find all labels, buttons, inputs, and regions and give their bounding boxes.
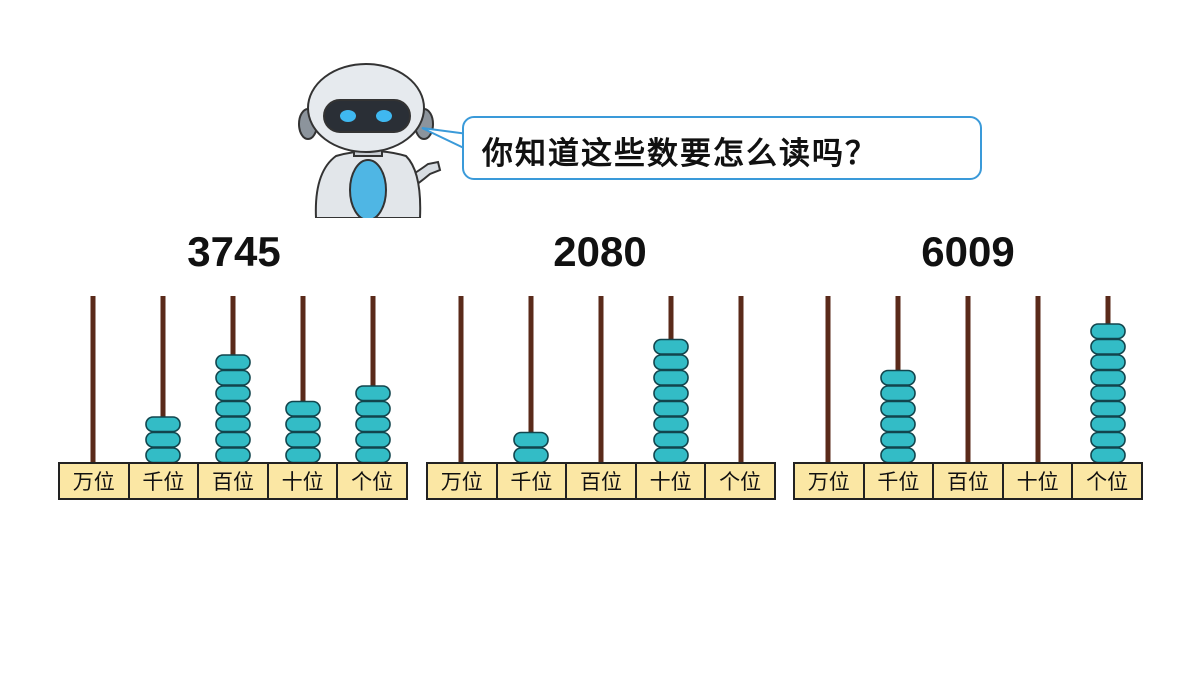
place-value-labels: 万位千位百位十位个位 <box>793 462 1143 500</box>
abacus-rod <box>528 296 534 463</box>
place-value-labels: 万位千位百位十位个位 <box>58 462 408 500</box>
abacus-bead <box>145 431 181 448</box>
place-label: 个位 <box>337 462 408 500</box>
abacus-bead <box>880 385 916 402</box>
abacus-rod <box>90 296 96 463</box>
abacus-bead <box>653 431 689 448</box>
abacus-bead <box>215 431 251 448</box>
abacus-3745: 万位千位百位十位个位 <box>58 296 408 504</box>
speech-text: 你知道这些数要怎么读吗？ <box>482 136 878 172</box>
place-label: 十位 <box>1002 462 1073 500</box>
abacus-number: 6009 <box>921 228 1015 275</box>
abacus-bead <box>215 369 251 386</box>
abacus-bead <box>215 416 251 433</box>
place-label: 百位 <box>198 462 268 500</box>
abacus-bead <box>1090 338 1126 355</box>
place-label: 百位 <box>566 462 636 500</box>
place-label: 万位 <box>426 462 497 500</box>
abacus-6009: 万位千位百位十位个位 <box>793 296 1143 504</box>
abacus-bead <box>145 416 181 433</box>
abacus-2080: 万位千位百位十位个位 <box>426 296 776 504</box>
abacus-bead <box>653 416 689 433</box>
abacus-rod <box>370 296 376 463</box>
abacus-bead <box>215 400 251 417</box>
place-label: 万位 <box>793 462 864 500</box>
abacus-bead <box>285 447 321 464</box>
abacus-bead <box>1090 323 1126 340</box>
abacus-bead <box>653 369 689 386</box>
abacus-number: 2080 <box>553 228 647 275</box>
speech-bubble-tail <box>421 127 468 151</box>
abacus-bead <box>880 400 916 417</box>
abacus-bead <box>355 385 391 402</box>
abacus-rod <box>598 296 604 463</box>
abacus-bead <box>880 416 916 433</box>
abacus-number: 3745 <box>187 228 281 275</box>
place-label: 个位 <box>1072 462 1143 500</box>
abacus-bead <box>513 447 549 464</box>
abacus-bead <box>215 354 251 371</box>
place-label: 万位 <box>58 462 129 500</box>
abacus-bead <box>1090 369 1126 386</box>
abacus-bead <box>355 431 391 448</box>
abacus-rod <box>300 296 306 463</box>
abacus-rod <box>825 296 831 463</box>
abacus-rod <box>965 296 971 463</box>
abacus-bead <box>285 400 321 417</box>
abacus-rods <box>458 296 744 464</box>
abacus-rods <box>825 296 1126 464</box>
abacus-bead <box>1090 385 1126 402</box>
abacus-bead <box>355 400 391 417</box>
abacus-bead <box>1090 431 1126 448</box>
place-label: 百位 <box>933 462 1003 500</box>
abacus-rod <box>458 296 464 463</box>
abacus-rod <box>160 296 166 463</box>
place-label: 千位 <box>496 462 567 500</box>
place-label: 千位 <box>863 462 934 500</box>
abacus-rod <box>1035 296 1041 463</box>
abacus-bead <box>653 354 689 371</box>
abacus-bead <box>1090 354 1126 371</box>
abacus-bead <box>880 447 916 464</box>
abacus-bead <box>1090 416 1126 433</box>
abacus-bead <box>653 447 689 464</box>
abacus-bead <box>1090 447 1126 464</box>
abacus-bead <box>285 431 321 448</box>
abacus-bead <box>215 385 251 402</box>
abacus-bead <box>145 447 181 464</box>
abacus-bead <box>215 447 251 464</box>
abacus-bead <box>285 416 321 433</box>
speech-bubble: 你知道这些数要怎么读吗？ <box>462 116 982 180</box>
abacus-bead <box>513 431 549 448</box>
abacus-bead <box>355 447 391 464</box>
abacus-bead <box>355 416 391 433</box>
abacus-bead <box>653 400 689 417</box>
abacus-bead <box>880 431 916 448</box>
abacus-bead <box>653 338 689 355</box>
abacus-rods <box>90 296 391 464</box>
robot-illustration <box>298 63 442 218</box>
place-label: 十位 <box>635 462 706 500</box>
abacus-bead <box>653 385 689 402</box>
place-label: 十位 <box>267 462 338 500</box>
place-label: 个位 <box>705 462 776 500</box>
abacus-bead <box>1090 400 1126 417</box>
abacus-rod <box>738 296 744 463</box>
place-label: 千位 <box>128 462 199 500</box>
place-value-labels: 万位千位百位十位个位 <box>426 462 776 500</box>
abacus-bead <box>880 369 916 386</box>
